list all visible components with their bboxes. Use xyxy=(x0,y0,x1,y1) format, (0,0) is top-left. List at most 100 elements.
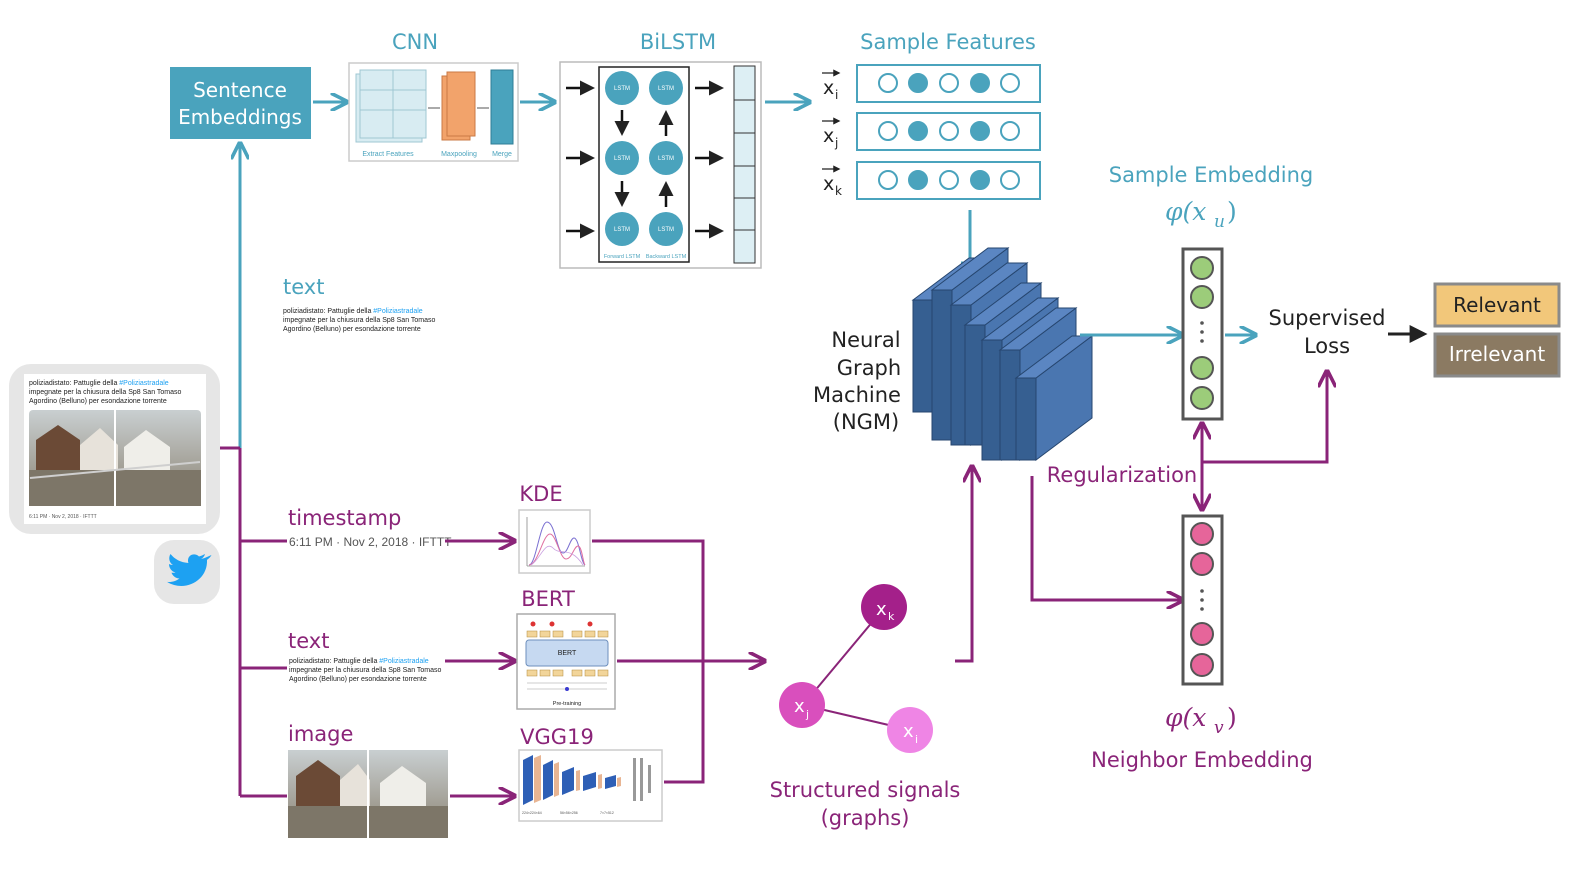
feature-node xyxy=(878,170,898,190)
forward-lstm-label: Forward LSTM xyxy=(604,254,641,260)
svg-text:56×56×256: 56×56×256 xyxy=(560,811,578,815)
xk-label: x xyxy=(823,173,834,195)
purple-trunk xyxy=(220,446,287,796)
embedding-node xyxy=(1190,386,1214,410)
svg-text:7×7×512: 7×7×512 xyxy=(600,811,614,815)
neighbor-embedding-vector xyxy=(1181,514,1224,686)
node-k-subscript: k xyxy=(888,610,895,623)
phi-u-subscript: u xyxy=(1214,212,1225,232)
feature-node xyxy=(908,121,928,141)
tweet-card: poliziadistato: Pattuglie della #Polizia… xyxy=(9,364,220,534)
graph-node-xk xyxy=(861,584,907,630)
irrelevant-label-box: Irrelevant xyxy=(1433,332,1561,378)
text-top-label: text xyxy=(283,275,324,299)
node-i-subscript: i xyxy=(915,733,918,746)
ngm-layer xyxy=(931,289,953,441)
bilstm-title: BiLSTM xyxy=(640,30,716,54)
kde-thumbnail xyxy=(518,509,591,574)
text-bottom-line1: poliziadistato: Pattuglie della #Polizia… xyxy=(289,658,429,665)
sentence-embeddings-line2: Embeddings xyxy=(178,105,302,129)
xi-subscript: i xyxy=(835,88,838,102)
embedding-node xyxy=(1190,653,1214,677)
phi-v-label: φ(x v ) xyxy=(1165,703,1237,738)
backward-lstm-label: Backward LSTM xyxy=(646,254,687,260)
sentence-embeddings-box: Sentence Embeddings xyxy=(170,67,311,139)
lstm-label: LSTM xyxy=(658,86,674,92)
phi-u-text: φ(x xyxy=(1165,197,1206,226)
bert-thumbnail: BERT Pre-training xyxy=(516,613,616,710)
cnn-merge-label: Merge xyxy=(492,151,512,158)
text-top-line2: impegnate per la chiusura della Sp8 San … xyxy=(283,317,436,324)
lstm-label: LSTM xyxy=(658,156,674,162)
tweet-photo xyxy=(29,410,201,506)
embedding-node xyxy=(1190,256,1214,280)
ngm-block-stack xyxy=(911,247,1094,461)
vgg19-title: VGG19 xyxy=(520,725,594,749)
feature-node xyxy=(939,73,959,93)
node-j-label: x xyxy=(794,696,805,717)
embedding-node xyxy=(1190,622,1214,646)
lstm-node xyxy=(605,141,639,175)
sample-features-title: Sample Features xyxy=(860,30,1036,54)
graph-node-xi xyxy=(887,707,933,753)
xj-subscript: j xyxy=(834,136,838,150)
feature-vector-dots xyxy=(878,73,1020,190)
ngm-layer xyxy=(912,299,934,413)
xk-subscript: k xyxy=(835,184,842,198)
tweet-footer: 6:11 PM · Nov 2, 2018 · IFTTT xyxy=(29,514,97,520)
lstm-node xyxy=(649,141,683,175)
ngm-label-line3: Machine xyxy=(813,383,901,407)
ngm-label-line2: Graph xyxy=(837,356,901,380)
phi-u-label: φ(x u ) xyxy=(1165,197,1237,232)
vgg19-thumbnail: 224×224×64 56×56×256 7×7×512 xyxy=(518,749,663,822)
cnn-maxpool-label: Maxpooling xyxy=(441,151,477,158)
relevant-label-box: Relevant xyxy=(1433,282,1561,328)
text-bottom-label: text xyxy=(288,629,329,653)
tweet-line1: poliziadistato: Pattuglie della #Polizia… xyxy=(29,380,169,387)
lstm-node xyxy=(605,212,639,246)
ngm-label-line1: Neural xyxy=(831,328,900,352)
lstm-label: LSTM xyxy=(658,227,674,233)
lstm-label: LSTM xyxy=(614,227,630,233)
sample-embedding-title: Sample Embedding xyxy=(1109,163,1314,187)
feature-node xyxy=(939,121,959,141)
lstm-node xyxy=(605,71,639,105)
bert-title: BERT xyxy=(521,587,575,611)
xj-label: x xyxy=(823,125,834,147)
text-bottom-line3: Agordino (Belluno) per esondazione torre… xyxy=(289,676,427,683)
supervised-loss-line1: Supervised xyxy=(1269,306,1386,330)
text-bottom-line2: impegnate per la chiusura della Sp8 San … xyxy=(289,667,442,674)
svg-text:224×224×64: 224×224×64 xyxy=(522,811,542,815)
embedding-node xyxy=(1190,522,1214,546)
feature-node xyxy=(970,121,990,141)
feature-node xyxy=(878,73,898,93)
sentence-embeddings-line1: Sentence xyxy=(193,78,287,102)
feature-node xyxy=(908,73,928,93)
timestamp-value: 6:11 PM · Nov 2, 2018 · IFTTT xyxy=(289,535,452,549)
lstm-node xyxy=(649,71,683,105)
twitter-logo xyxy=(154,540,220,604)
regularization-to-loss xyxy=(1202,373,1327,464)
feature-node xyxy=(970,73,990,93)
lstm-label: LSTM xyxy=(614,86,630,92)
structured-signals-line1: Structured signals xyxy=(770,778,961,802)
graph-node-xj xyxy=(779,682,825,728)
phi-v-subscript: v xyxy=(1214,718,1224,738)
input-image xyxy=(288,750,448,838)
twitter-bird-icon xyxy=(167,554,212,586)
embedding-node xyxy=(1190,285,1214,309)
cnn-title: CNN xyxy=(392,30,438,54)
image-label: image xyxy=(288,722,353,746)
tweet-line3: Agordino (Belluno) per esondazione torre… xyxy=(29,398,167,405)
structured-signals-line2: (graphs) xyxy=(821,806,910,830)
cnn-extract-label: Extract Features xyxy=(362,151,414,158)
kde-title: KDE xyxy=(519,482,562,506)
feature-node xyxy=(970,170,990,190)
cnn-thumbnail: Extract Features Maxpooling Merge xyxy=(348,62,519,162)
embedding-node xyxy=(1190,552,1214,576)
neighbor-embedding-title: Neighbor Embedding xyxy=(1091,748,1313,772)
bilstm-thumbnail: LSTM LSTM LSTM LSTM LSTM LSTM Forward LS… xyxy=(559,61,762,269)
timestamp-label: timestamp xyxy=(288,506,401,530)
feature-node xyxy=(1000,73,1020,93)
